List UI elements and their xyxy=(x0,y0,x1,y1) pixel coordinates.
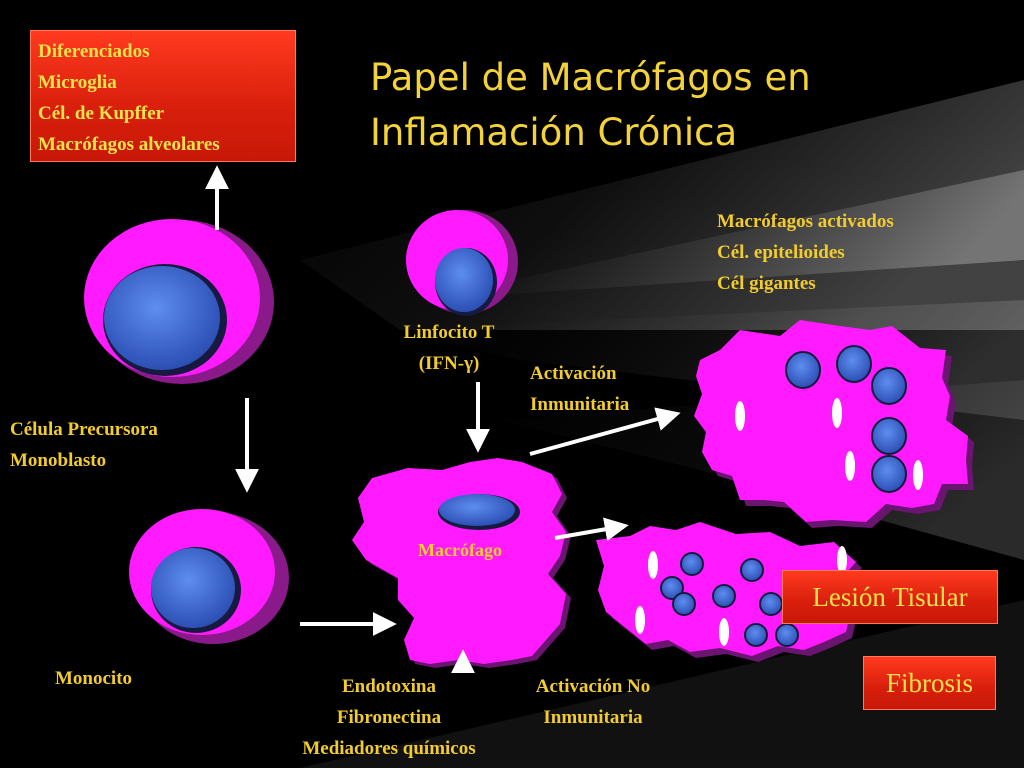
macrophage-label: Macrófago xyxy=(418,540,502,560)
fibrosis-box: Fibrosis xyxy=(863,656,996,710)
differentiated-box xyxy=(30,30,296,162)
lymphocyte-label: Linfocito T (IFN-γ) xyxy=(403,322,495,374)
tissue-injury-box: Lesión Tisular xyxy=(782,570,998,624)
precursor-label: Célula Precursora Monoblasto xyxy=(10,419,158,471)
stimuli-label: Endotoxina Fibronectina Mediadores quími… xyxy=(302,676,476,759)
lymphocyte-cell xyxy=(406,210,518,316)
monocyte-cell xyxy=(129,509,289,644)
differentiated-list: Diferenciados Microglia Cél. de Kupffer … xyxy=(38,41,220,155)
precursor-cell xyxy=(84,219,274,384)
non-immune-activation-label: Activación No Inmunitaria xyxy=(535,676,651,728)
immune-activation-label: Activación Inmunitaria xyxy=(530,363,630,415)
macrophage-cell xyxy=(352,458,571,668)
activated-list: Macrófagos activados Cél. epitelioides C… xyxy=(717,211,894,294)
slide-title: Papel de Macrófagos en Inflamación Cróni… xyxy=(370,56,811,154)
arrow-macrophage-to-non-immune xyxy=(554,517,629,542)
arrow-macrophage-to-activated xyxy=(529,407,681,456)
activated-giant-cell xyxy=(694,320,974,528)
monocyte-label: Monocito xyxy=(55,668,133,689)
